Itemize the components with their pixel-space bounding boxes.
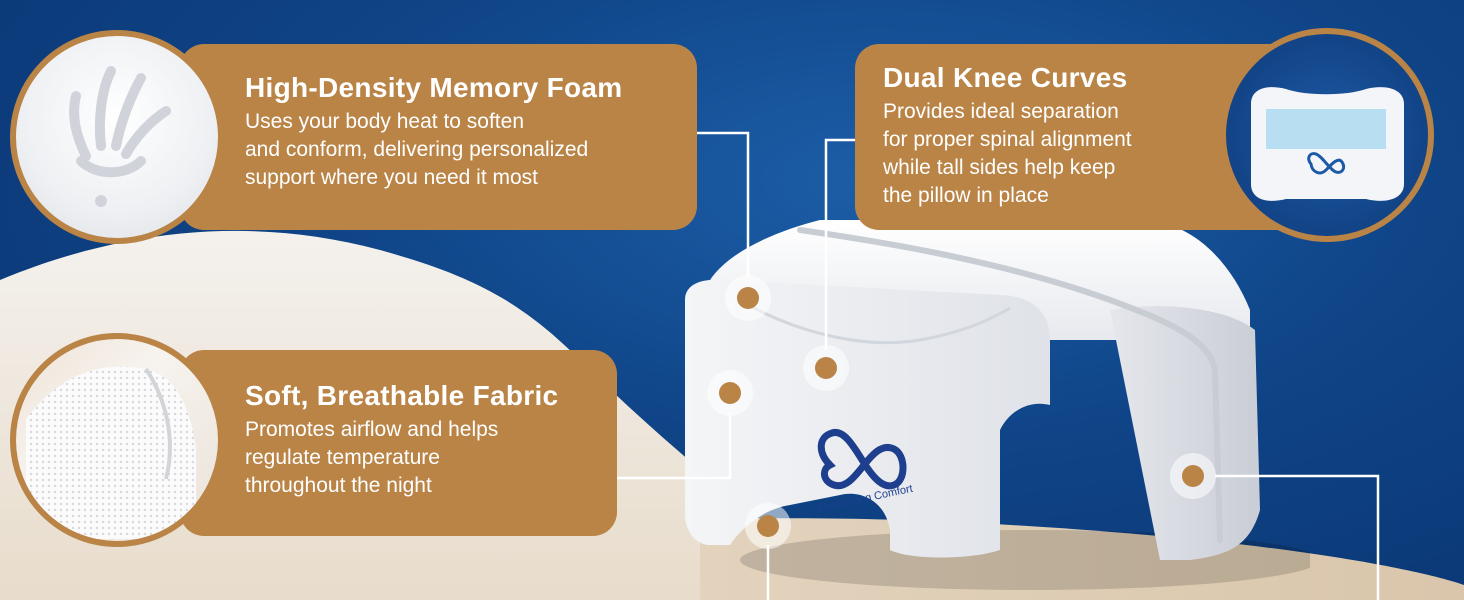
feature-title: High-Density Memory Foam xyxy=(245,72,623,103)
brand-logo xyxy=(817,429,907,490)
feature-card-fabric: Soft, Breathable Fabric Promotes airflow… xyxy=(180,350,617,536)
handprint-in-foam-icon xyxy=(10,30,224,244)
feature-title: Soft, Breathable Fabric xyxy=(245,380,559,411)
feature-card-memory-foam: High-Density Memory Foam Uses your body … xyxy=(180,44,697,230)
knee-pillow-thumbnail-icon xyxy=(1220,28,1434,242)
feature-description: Uses your body heat to soften and confor… xyxy=(245,110,589,189)
hotspot-knee-curves[interactable] xyxy=(803,345,849,391)
hotspot-memory-foam[interactable] xyxy=(725,275,771,321)
hotspot-side[interactable] xyxy=(1170,453,1216,499)
feature-description: Provides ideal separation for proper spi… xyxy=(883,100,1132,207)
feature-description: Promotes airflow and helps regulate temp… xyxy=(245,418,499,497)
hotspot-fabric[interactable] xyxy=(707,370,753,416)
mesh-fabric-closeup-icon xyxy=(10,333,224,547)
feature-title: Dual Knee Curves xyxy=(883,62,1128,93)
knee-pillow-image: Everlasting Comfort xyxy=(685,220,1310,590)
hotspot-base[interactable] xyxy=(745,503,791,549)
